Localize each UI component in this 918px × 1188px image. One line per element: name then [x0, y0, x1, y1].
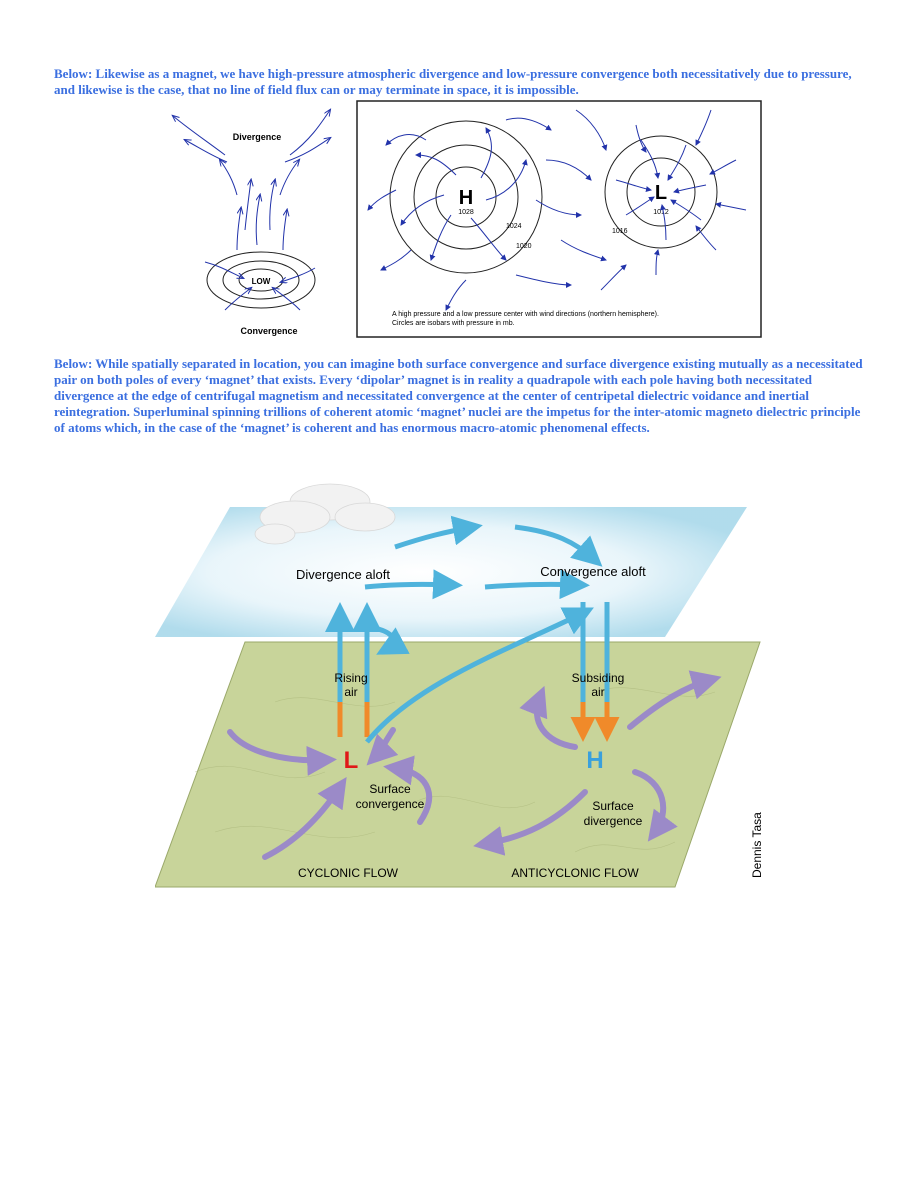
convergence-label: Convergence — [240, 326, 297, 336]
rising-air-label-line1: Rising — [334, 671, 367, 685]
credit-label: Dennis Tasa — [750, 812, 764, 878]
surface-convergence-label-line2: convergence — [356, 797, 425, 811]
intro-paragraph: Below: Likewise as a magnet, we have hig… — [54, 66, 852, 97]
isobar-1028: 1028 — [458, 209, 474, 216]
divergence-convergence-diagram: Divergence LOW Convergence — [165, 100, 350, 336]
cyclonic-anticyclonic-diagram: Divergence aloft Convergence aloft Risin… — [155, 483, 764, 888]
body-paragraph: Below: While spatially separated in loca… — [54, 356, 863, 435]
figure2-caption-line2: Circles are isobars with pressure in mb. — [392, 320, 515, 327]
high-center-letter: H — [459, 187, 473, 209]
convergence-aloft-label: Convergence aloft — [540, 564, 646, 579]
cyclonic-flow-label: CYCLONIC FLOW — [298, 866, 399, 880]
isobar-1016: 1016 — [612, 228, 628, 235]
isobar-1020: 1020 — [516, 243, 532, 250]
surface-divergence-label-line1: Surface — [592, 799, 634, 813]
subsiding-air-label-line1: Subsiding — [572, 671, 625, 685]
low-center-letter: L — [655, 182, 667, 204]
subsiding-air-label-line2: air — [591, 685, 604, 699]
cloud-icon — [254, 483, 396, 545]
upper-plane — [155, 507, 747, 637]
isobar-diagram: H 1028 1024 1020 L 1016 1012 A — [356, 100, 762, 338]
figure2-caption-line1: A high pressure and a low pressure cente… — [392, 311, 659, 318]
isobar-1012: 1012 — [653, 209, 669, 216]
divergence-aloft-label: Divergence aloft — [296, 567, 390, 582]
high-center-letter: H — [586, 747, 603, 774]
anticyclonic-flow-label: ANTICYCLONIC FLOW — [511, 866, 639, 880]
rising-air-label-line2: air — [344, 685, 357, 699]
surface-convergence-label-line1: Surface — [369, 782, 411, 796]
low-center-letter: L — [344, 747, 359, 774]
isobar-1024: 1024 — [506, 223, 522, 230]
ground-plane — [155, 641, 761, 888]
divergence-label: Divergence — [233, 132, 282, 142]
low-label: LOW — [252, 277, 271, 286]
surface-divergence-label-line2: divergence — [584, 814, 643, 828]
